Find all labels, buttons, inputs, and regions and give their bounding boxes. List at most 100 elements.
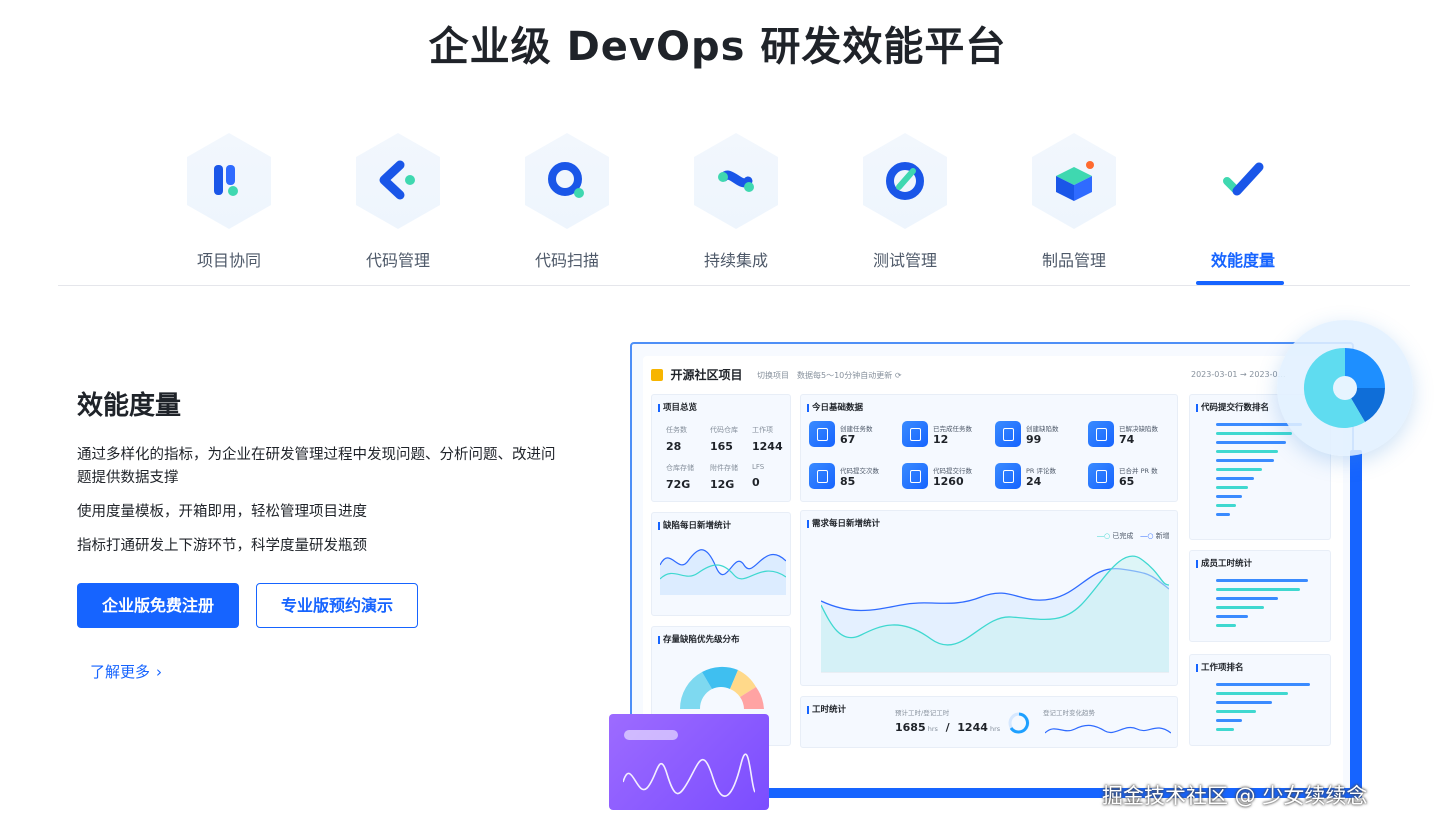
hex-background bbox=[863, 133, 947, 229]
rank-commit-title: 代码提交行数排名 bbox=[1196, 401, 1269, 413]
rank-bar bbox=[1216, 701, 1272, 704]
stat-label: 已解决缺陷数 bbox=[1119, 425, 1158, 433]
tab-code-manage[interactable]: 代码管理 bbox=[336, 125, 456, 285]
tab-project-collab[interactable]: 项目协同 bbox=[167, 125, 287, 285]
req-chart bbox=[821, 555, 1169, 673]
rank-bar bbox=[1216, 477, 1254, 480]
tab-label: 效能度量 bbox=[1210, 251, 1275, 270]
req-chart-title: 需求每日新增统计 bbox=[807, 517, 880, 529]
tabs-divider bbox=[58, 285, 1410, 286]
frame-accent-bottom bbox=[760, 788, 1362, 798]
tab-label: 项目协同 bbox=[196, 251, 261, 270]
rank-bar bbox=[1216, 441, 1286, 444]
stat-icon bbox=[995, 463, 1021, 489]
rank-bar bbox=[1216, 486, 1248, 489]
stat-value: 12 bbox=[933, 433, 949, 446]
stat-icon bbox=[995, 421, 1021, 447]
pro-demo-button[interactable]: 专业版预约演示 bbox=[256, 583, 418, 628]
stat-value: 1260 bbox=[933, 475, 964, 488]
project-icon bbox=[651, 368, 663, 381]
rank-bar bbox=[1216, 468, 1262, 471]
frame-accent-right bbox=[1350, 450, 1362, 798]
purple-card-bar bbox=[624, 730, 678, 740]
worktime-label: 预计工时/登记工时 bbox=[895, 709, 950, 717]
priority-donut bbox=[679, 666, 764, 709]
defect-chart-title: 缺陷每日新增统计 bbox=[658, 519, 731, 531]
rank-bar bbox=[1216, 728, 1234, 731]
tab-metrics[interactable]: 效能度量 bbox=[1181, 125, 1301, 285]
rank-member-title: 成员工时统计 bbox=[1196, 557, 1252, 569]
dashboard-screenshot: 开源社区项目 切换项目 数据每5～10分钟自动更新 ⟳ 2023-03-01 →… bbox=[643, 356, 1343, 788]
stat-label: PR 评论数 bbox=[1026, 467, 1057, 475]
req-chart-card: 需求每日新增统计 ―○ 已完成 ―○ 新增 bbox=[800, 510, 1178, 686]
watermark: 掘金技术社区 @ 少女续续念 bbox=[1102, 784, 1368, 808]
rank-bar bbox=[1216, 432, 1292, 435]
hex-background bbox=[356, 133, 440, 229]
dashboard-header: 开源社区项目 切换项目 数据每5～10分钟自动更新 ⟳ 2023-03-01 →… bbox=[651, 366, 1341, 388]
tab-label: 代码扫描 bbox=[534, 251, 599, 270]
section-desc-3: 指标打通研发上下游环节，科学度量研发瓶颈 bbox=[77, 538, 367, 554]
project-name: 开源社区项目 bbox=[670, 368, 743, 382]
stat-value: 67 bbox=[840, 433, 856, 446]
learn-more-label: 了解更多 bbox=[90, 663, 151, 681]
rank-bar bbox=[1216, 423, 1302, 426]
stat-value: 24 bbox=[1026, 475, 1042, 488]
stat-value: 74 bbox=[1119, 433, 1135, 446]
priority-title: 存量缺陷优先级分布 bbox=[658, 633, 740, 645]
section-intro: 效能度量 通过多样化的指标，为企业在研发管理过程中发现问题、分析问题、改进问题提… bbox=[77, 385, 557, 681]
stat-icon bbox=[1088, 463, 1114, 489]
req-legend: ―○ 已完成 ―○ 新增 bbox=[1097, 532, 1170, 540]
code-manage-icon bbox=[379, 160, 415, 200]
stat-label: 代码提交行数 bbox=[933, 467, 972, 475]
enterprise-register-button[interactable]: 企业版免费注册 bbox=[77, 583, 239, 628]
overview-title: 项目总览 bbox=[658, 401, 697, 413]
stat-value: 99 bbox=[1026, 433, 1042, 446]
pie-badge bbox=[1277, 320, 1413, 456]
defect-chart-card: 缺陷每日新增统计 bbox=[651, 512, 791, 616]
learn-more-link[interactable]: 了解更多 › bbox=[90, 661, 162, 682]
worktime-trend-label: 登记工时变化趋势 bbox=[1043, 709, 1095, 717]
rank-bar bbox=[1216, 624, 1236, 627]
hex-background bbox=[1032, 133, 1116, 229]
stat-icon bbox=[809, 421, 835, 447]
tab-label: 持续集成 bbox=[703, 251, 768, 270]
tab-label: 制品管理 bbox=[1041, 251, 1106, 270]
rank-workitem-card: 工作项排名 bbox=[1189, 654, 1331, 746]
tab-artifact[interactable]: 制品管理 bbox=[1012, 125, 1132, 285]
hex-background bbox=[187, 133, 271, 229]
worktime-card: 工时统计 预计工时/登记工时 1685 hrs / 1244 hrs 登记工时变… bbox=[800, 696, 1178, 748]
rank-bar bbox=[1216, 495, 1242, 498]
wave-line-icon bbox=[623, 753, 755, 797]
tab-ci[interactable]: 持续集成 bbox=[674, 125, 794, 285]
rank-bar bbox=[1216, 692, 1288, 695]
page-title: 企业级 DevOps 研发效能平台 bbox=[428, 24, 1007, 70]
chevron-right-icon: › bbox=[156, 663, 163, 681]
product-tabs: 项目协同 代码管理 代码扫描 持续集成 bbox=[143, 125, 1323, 285]
rank-bar bbox=[1216, 459, 1274, 462]
switch-project-link[interactable]: 切换项目 数据每5～10分钟自动更新 ⟳ bbox=[757, 371, 902, 380]
section-desc-1: 通过多样化的指标，为企业在研发管理过程中发现问题、分析问题、改进问题提供数据支撑 bbox=[77, 447, 556, 486]
date-range[interactable]: 2023-03-01 → 2023-0… bbox=[1191, 370, 1286, 379]
worktime-values: 1685 hrs / 1244 hrs bbox=[895, 721, 1001, 734]
rank-bar bbox=[1216, 606, 1264, 609]
stat-label: 已完成任务数 bbox=[933, 425, 972, 433]
tab-code-scan[interactable]: 代码扫描 bbox=[505, 125, 625, 285]
section-title: 效能度量 bbox=[77, 391, 182, 421]
stat-label: 创建缺陷数 bbox=[1026, 425, 1059, 433]
stat-icon bbox=[1088, 421, 1114, 447]
test-manage-icon bbox=[886, 162, 924, 200]
stat-label: 代码提交次数 bbox=[840, 467, 879, 475]
refresh-note: 数据每5～10分钟自动更新 bbox=[797, 371, 893, 380]
rank-bar bbox=[1216, 504, 1236, 507]
rank-bar bbox=[1216, 513, 1230, 516]
rank-bar bbox=[1216, 719, 1242, 722]
hex-background bbox=[525, 133, 609, 229]
tab-test-manage[interactable]: 测试管理 bbox=[843, 125, 963, 285]
tab-label: 代码管理 bbox=[365, 251, 430, 270]
worktime-ring bbox=[1008, 712, 1030, 734]
